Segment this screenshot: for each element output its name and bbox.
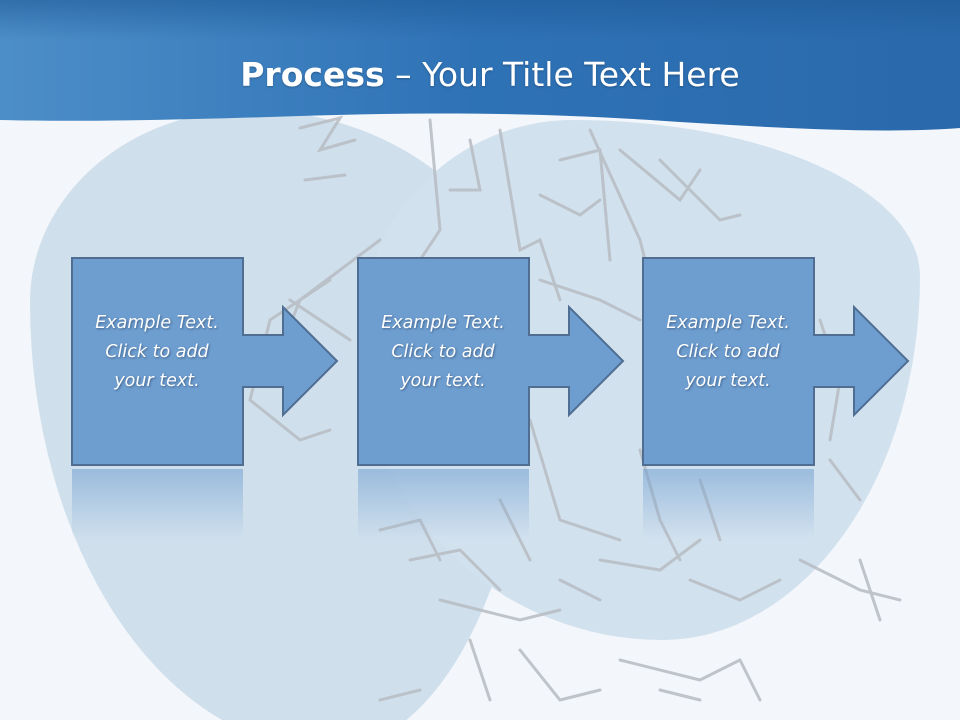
step-3-box-arrow-shape [642,257,910,539]
process-step-3[interactable]: Example Text. Click to add your text. [642,257,960,577]
step-3-line-2: Click to add [676,342,780,362]
step-3-line-1: Example Text. [666,313,790,333]
step-1-line-3: your text. [114,371,200,391]
header-banner [0,0,960,131]
step-1-box-arrow-shape [71,257,339,539]
title-bold-part: Process [240,55,385,94]
step-3-line-3: your text. [685,371,771,391]
step-2-text[interactable]: Example Text. Click to add your text. [357,309,529,396]
step-1-line-2: Click to add [105,342,209,362]
step-2-line-1: Example Text. [381,313,505,333]
step-2-line-3: your text. [400,371,486,391]
page-title[interactable]: Process – Your Title Text Here [0,53,960,97]
step-3-text[interactable]: Example Text. Click to add your text. [642,309,814,396]
process-step-2[interactable]: Example Text. Click to add your text. [357,257,699,577]
step-2-line-2: Click to add [391,342,495,362]
title-separator: – [384,55,423,94]
step-1-line-1: Example Text. [95,313,219,333]
title-rest: Your Title Text Here [422,55,740,94]
process-step-1[interactable]: Example Text. Click to add your text. [71,257,413,577]
step-2-box-arrow-shape [357,257,625,539]
step-1-text[interactable]: Example Text. Click to add your text. [71,309,243,396]
